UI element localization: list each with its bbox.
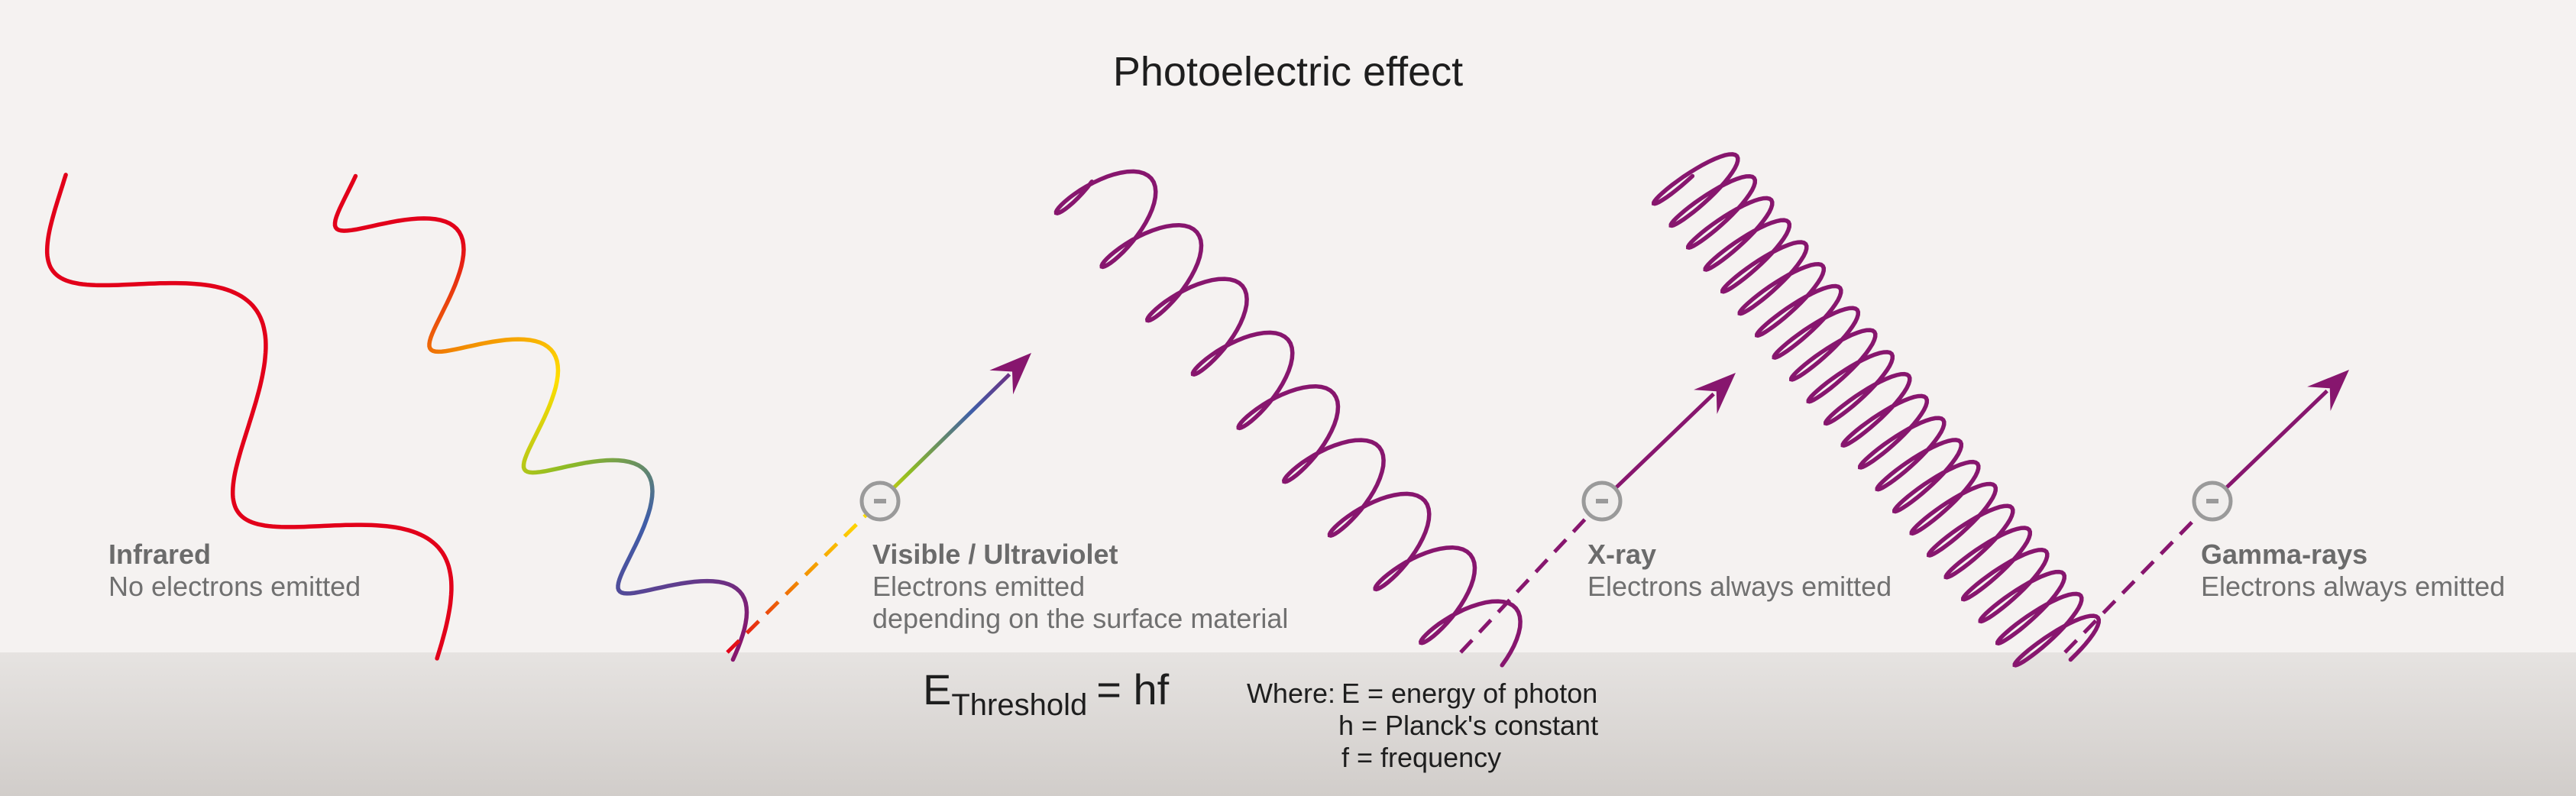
label-line: depending on the surface material	[872, 603, 1288, 634]
legend-item: f = frequency	[1341, 742, 1501, 773]
xray-wave	[1652, 152, 2102, 668]
electron-path-dashed	[2063, 513, 2202, 654]
equation-legend: Where: E = energy of photon h = Planck's…	[1247, 678, 1598, 773]
surface-material	[0, 652, 2576, 796]
electron-trajectory	[1613, 392, 1715, 490]
minus-icon	[2206, 499, 2218, 503]
legend-item: h = Planck's constant	[1338, 710, 1598, 741]
electron-trajectory	[2224, 389, 2328, 490]
visible-wave	[332, 173, 749, 662]
legend-prefix: Where:	[1247, 678, 1335, 709]
minus-icon	[874, 499, 886, 503]
arrowhead-icon	[1694, 373, 1736, 414]
equation-rhs: = hf	[1096, 665, 1169, 713]
label-title: Visible / Ultraviolet	[872, 539, 1118, 570]
arrowhead-icon	[2307, 370, 2349, 411]
label-line: Electrons always emitted	[2201, 571, 2505, 602]
equation-subscript: Threshold	[951, 688, 1087, 722]
label-line: Electrons always emitted	[1587, 571, 1892, 602]
legend-item: E = energy of photon	[1341, 678, 1597, 709]
label-title: Gamma-rays	[2201, 539, 2367, 570]
threshold-equation: EThreshold = hf	[923, 665, 1170, 722]
label-title: Infrared	[108, 539, 211, 570]
diagram-title: Photoelectric effect	[1113, 49, 1463, 95]
label-line: No electrons emitted	[108, 571, 361, 602]
electron-path-dashed	[726, 513, 869, 654]
infrared-wave	[44, 173, 454, 661]
electron-trajectory	[892, 373, 1011, 490]
minus-icon	[1596, 499, 1608, 503]
electron-path-dashed	[1459, 513, 1591, 654]
label-visible: Visible / Ultraviolet Electrons emitted …	[872, 539, 1288, 634]
ultraviolet-wave	[1053, 169, 1523, 668]
equation-base: E	[923, 665, 951, 713]
label-line: Electrons emitted	[872, 571, 1085, 602]
xray-emission	[1459, 373, 1736, 654]
label-title: X-ray	[1587, 539, 1656, 570]
visible-emission	[726, 353, 1031, 654]
label-infrared: Infrared No electrons emitted	[108, 539, 361, 602]
label-gamma: Gamma-rays Electrons always emitted	[2201, 539, 2505, 602]
label-xray: X-ray Electrons always emitted	[1587, 539, 1892, 602]
gamma-emission	[2063, 370, 2349, 654]
arrowhead-icon	[989, 353, 1031, 395]
